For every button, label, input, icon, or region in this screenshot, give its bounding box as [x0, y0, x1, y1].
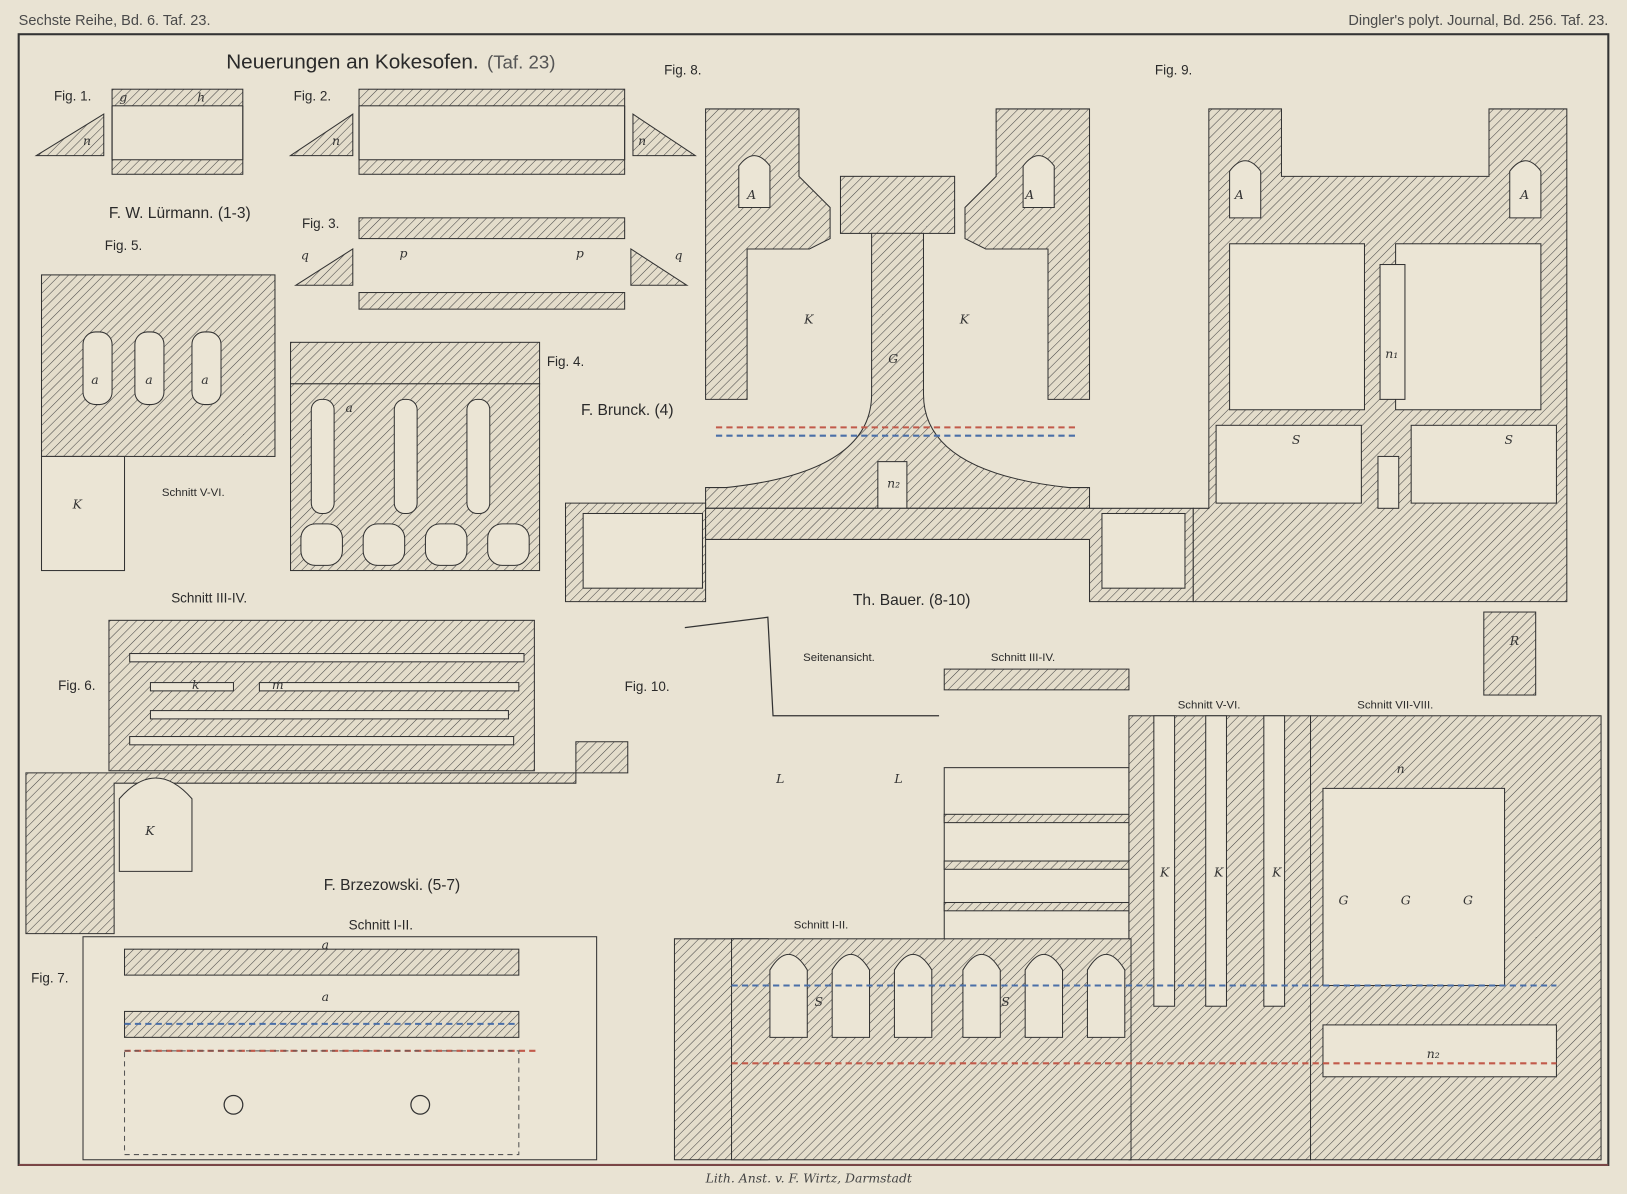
letter-S: S — [1001, 994, 1010, 1009]
letter-L: L — [775, 771, 784, 786]
header-journal: Dingler's polyt. Journal, Bd. 256. Taf. … — [1348, 13, 1608, 29]
fig10-label: Fig. 10. — [625, 679, 670, 694]
letter-K: K — [1271, 865, 1282, 880]
letter-a: a — [322, 989, 329, 1004]
fig6-section: Schnitt III-IV. — [171, 591, 247, 606]
letter-n: n — [83, 133, 91, 148]
letter-a: a — [145, 372, 152, 387]
letter-S: S — [1505, 432, 1514, 447]
letter-n: n — [1397, 761, 1405, 776]
letter-S: S — [815, 994, 824, 1009]
letter-K: K — [72, 496, 83, 511]
letter-a: a — [91, 372, 98, 387]
fig10-section-iii-iv: Schnitt III-IV. — [991, 652, 1055, 664]
letter-A: A — [746, 187, 756, 202]
figure-8: Fig. 8. K K A A G n₂ — [564, 63, 1194, 603]
plate-title: Neuerungen an Kokesofen. — [226, 50, 479, 73]
letter-A: A — [1234, 187, 1244, 202]
fig3-label: Fig. 3. — [302, 216, 339, 231]
letter-a: a — [346, 400, 353, 415]
letter-q: q — [674, 247, 682, 262]
letter-G: G — [1463, 893, 1473, 908]
fig10-section-i-ii: Schnitt I-II. — [794, 919, 849, 931]
letter-n: n — [638, 133, 646, 148]
letter-q: q — [301, 247, 309, 262]
fig7-label: Fig. 7. — [31, 970, 68, 985]
letter-p: p — [399, 245, 407, 260]
figure-6: Schnitt III-IV. Fig. 6. k m K — [25, 591, 629, 935]
letter-g: g — [119, 90, 127, 105]
figure-1: Fig. 1. g h n — [34, 89, 244, 175]
letter-A: A — [1519, 187, 1529, 202]
letter-G: G — [888, 351, 898, 366]
fig9-label: Fig. 9. — [1155, 63, 1192, 78]
letter-K: K — [1213, 865, 1224, 880]
letter-n1: n₁ — [1385, 346, 1398, 361]
fig10-side-view: Seitenansicht. — [803, 652, 875, 664]
fig6-label: Fig. 6. — [58, 678, 95, 693]
letter-G: G — [1401, 893, 1411, 908]
author-bauer: Th. Bauer. (8-10) — [853, 592, 971, 609]
letter-m: m — [272, 677, 284, 692]
fig5-section: Schnitt V-VI. — [162, 487, 225, 499]
letter-n: n — [332, 133, 340, 148]
letter-G: G — [1339, 893, 1349, 908]
letter-p: p — [576, 245, 584, 260]
figure-3: Fig. 3. p p q q — [293, 216, 689, 310]
letter-K: K — [959, 312, 970, 327]
fig10-section-vii-viii: Schnitt VII-VIII. — [1357, 700, 1433, 712]
fig7-section: Schnitt I-II. — [349, 917, 413, 932]
letter-L: L — [893, 771, 902, 786]
author-brzezowski: F. Brzezowski. (5-7) — [324, 877, 461, 894]
figure-9: Fig. 9. n₁ A A S S — [1155, 63, 1568, 603]
letter-K: K — [803, 312, 814, 327]
header-series: Sechste Reihe, Bd. 6. Taf. 23. — [19, 13, 211, 29]
figure-7: Schnitt I-II. Fig. 7. a a — [31, 917, 598, 1161]
author-brunck: F. Brunck. (4) — [581, 402, 673, 419]
figure-10: Fig. 10. Seitenansicht. Schnitt III-IV. … — [625, 611, 1602, 1161]
figure-4: Fig. 4. a — [290, 341, 584, 572]
letter-n2: n₂ — [1427, 1046, 1440, 1061]
fig1-label: Fig. 1. — [54, 89, 91, 104]
fig5-label: Fig. 5. — [105, 238, 142, 253]
author-luermann: F. W. Lürmann. (1-3) — [109, 205, 251, 222]
letter-a: a — [322, 937, 329, 952]
letter-a: a — [201, 372, 208, 387]
letter-R: R — [1509, 633, 1519, 648]
fig4-label: Fig. 4. — [547, 354, 584, 369]
letter-S: S — [1292, 432, 1301, 447]
letter-K: K — [1159, 865, 1170, 880]
letter-K: K — [144, 823, 155, 838]
plate-title-ref: (Taf. 23) — [487, 51, 555, 72]
figure-2: Fig. 2. n n — [288, 89, 697, 175]
fig10-section-v-vi: Schnitt V-VI. — [1178, 700, 1241, 712]
letter-h: h — [197, 90, 205, 105]
fig2-label: Fig. 2. — [294, 89, 331, 104]
figure-5: Fig. 5. a a a K Schnitt V-VI. — [40, 238, 276, 572]
fig8-label: Fig. 8. — [664, 63, 701, 78]
lithographer-credit: Lith. Anst. v. F. Wirtz, Darmstadt — [705, 1171, 913, 1186]
letter-n2: n₂ — [887, 476, 900, 491]
letter-k: k — [192, 677, 200, 692]
letter-A: A — [1024, 187, 1034, 202]
plate-title-line: Neuerungen an Kokesofen. (Taf. 23) — [226, 50, 555, 73]
